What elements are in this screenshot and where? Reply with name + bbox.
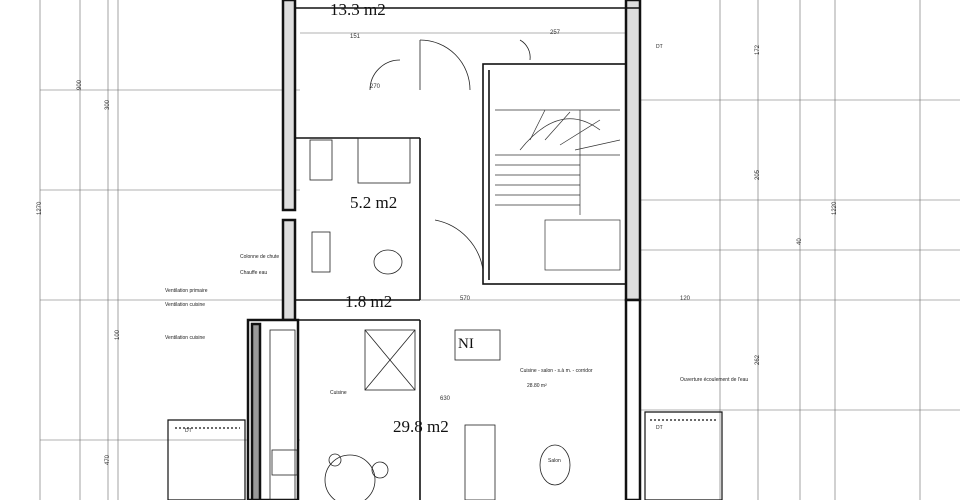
label-salon: Salon [548,458,561,464]
dim-100: 100 [115,329,121,340]
label-ouverture: Ouverture écoulement de l'eau [680,377,749,383]
side-balconies [167,411,723,500]
dim-630: 630 [440,396,451,402]
dim-257: 257 [550,30,561,36]
label-dt-3: DT [185,428,192,434]
stairs [495,109,621,271]
dim-120: 120 [680,296,691,302]
dim-262: 262 [755,354,761,365]
dim-172: 172 [755,44,761,55]
doors [369,39,531,271]
exterior-walls [246,0,642,500]
label-ventilation-cuisine: Ventilation cuisine [165,302,206,308]
label-dt-2: DT [656,425,663,431]
dim-40: 40 [797,238,803,245]
area-label-living: 29.8 m2 [393,417,449,436]
area-label-bathroom: 5.2 m2 [350,193,398,212]
dim-470: 470 [105,454,111,465]
label-dt-1: DT [656,44,663,50]
label-cuisine-salon: Cuisine - salon - s.à m. - corridor [520,368,593,374]
interior-walls [295,7,640,500]
dim-270: 270 [370,84,381,90]
label-ni: NI [458,336,474,352]
dim-1220: 1220 [832,201,838,215]
dim-151: 151 [350,34,361,40]
area-label-top-room: 13.3 m2 [330,0,386,19]
dim-1270: 1270 [37,201,43,215]
dimension-lines [39,0,960,500]
label-colonne-chute: Colonne de chute [240,254,280,260]
fixtures [269,137,571,500]
dim-300: 300 [105,99,111,110]
area-label-wc: 1.8 m2 [345,292,393,311]
label-cuisine-area: 28.80 m² [527,383,547,389]
label-cuisine: Cuisine [330,390,347,396]
label-ventilation-primaire: Ventilation primaire [165,288,208,294]
dim-205: 205 [755,169,761,180]
label-ventilation-cuisine-2: Ventilation cuisine [165,335,206,341]
dim-570: 570 [460,296,471,302]
label-chauffe-eau: Chauffe eau [240,270,268,276]
dim-900: 900 [77,79,83,90]
